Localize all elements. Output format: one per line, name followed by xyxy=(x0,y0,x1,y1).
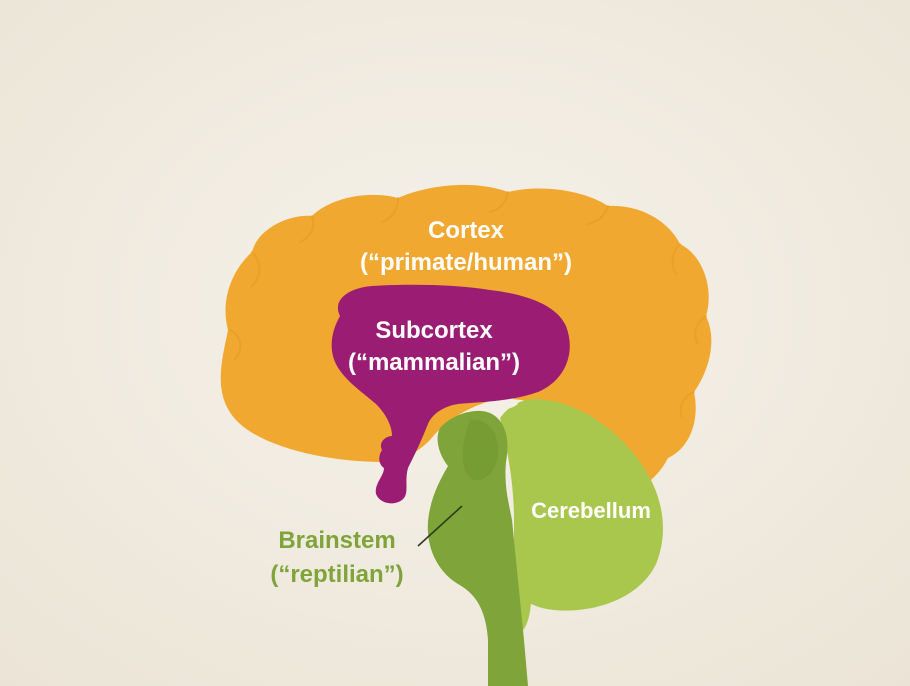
subcortex-label: Subcortex xyxy=(375,317,493,344)
cortex-label: Cortex xyxy=(428,217,505,244)
cerebellum-label: Cerebellum xyxy=(531,498,651,523)
cortex-subtitle: (“primate/human”) xyxy=(360,249,572,276)
subcortex-subtitle: (“mammalian”) xyxy=(348,349,520,376)
brainstem-subtitle: (“reptilian”) xyxy=(270,561,403,588)
brainstem-label: Brainstem xyxy=(278,527,395,554)
